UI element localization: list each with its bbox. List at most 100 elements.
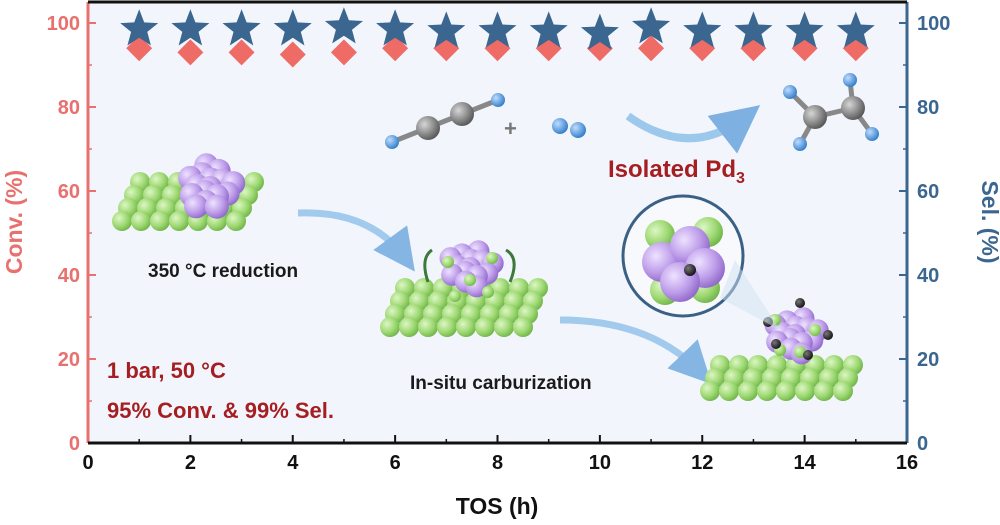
carbon-atom [809,324,821,336]
x-tick-label: 16 [896,452,918,474]
y-left-tick-label: 80 [58,97,80,119]
y-left-tick-label: 60 [58,181,80,203]
left-axis-label: Conv. (%) [1,170,27,274]
selectivity-point [683,11,722,48]
zoom-beam [720,260,780,330]
support-atom [814,381,834,401]
carbide-atom [823,330,833,340]
zoom-carbide [684,264,696,276]
selectivity-point [273,9,312,46]
selectivity-point [478,11,517,48]
ethylene-molecule [783,73,879,151]
support-atom [437,317,457,337]
y-left-tick-label: 100 [47,13,80,35]
carbon-atom [482,286,494,298]
support-atom [513,317,533,337]
conversion-point [177,39,204,66]
conversion-point [279,41,306,68]
reaction-arrow [625,105,761,154]
h-atom [552,118,568,134]
x-tick-label: 4 [287,452,299,474]
conversion-point [638,35,665,62]
selectivity-point [734,11,773,48]
h-atom [570,122,586,138]
pd3-zoom-circle [621,194,780,330]
process-arrow-2 [559,316,712,385]
conversion-point [330,39,357,66]
support-atom [475,317,495,337]
carbide-atom [803,350,813,360]
zoom-carbon [645,220,675,250]
support-atom [776,381,796,401]
process-arrow-1 [297,209,415,272]
y-left-tick-label: 0 [69,433,80,455]
support-atom [380,317,400,337]
selectivity-point [120,9,159,46]
support-atom [456,317,476,337]
support-atom [131,211,151,231]
illustration [112,73,879,401]
support-atom [719,381,739,401]
support-atom [700,381,720,401]
right-axis-label: Sel. (%) [977,180,1000,263]
h-atom [843,73,857,87]
x-tick-label: 12 [691,452,713,474]
conversion-point [228,39,255,66]
h-atom [491,93,505,107]
annotation-performance: 95% Conv. & 99% Sel. [107,398,334,423]
selectivity-point [580,13,619,50]
cluster-final [700,298,863,401]
selectivity-point [785,11,824,48]
c-atom [803,105,827,129]
x-tick-label: 8 [492,452,503,474]
support-atom [795,381,815,401]
support-atom [833,381,853,401]
selectivity-point [324,7,363,44]
selectivity-point [222,9,261,46]
selectivity-point [632,7,671,44]
h-atom [793,137,807,151]
support-atom [150,211,170,231]
support-atom [169,211,189,231]
annotation-conditions: 1 bar, 50 °C [107,358,226,383]
y-left-tick-label: 40 [58,265,80,287]
selectivity-point [836,11,875,48]
pd-atom [204,194,229,219]
c-atom [450,102,474,126]
support-atom [399,317,419,337]
curl-arrow-left [423,248,433,283]
acetylene-molecule [385,93,505,149]
y-right-tick-label: 0 [917,433,928,455]
cluster-reduced [112,153,264,231]
curl-arrow-right [505,248,516,283]
acetylene-bond [391,97,499,145]
annotation-isolated: Isolated Pd3 [608,156,745,187]
h-atom [385,135,399,149]
isolated-label: Isolated Pd [608,156,736,183]
x-tick-label: 0 [82,452,93,474]
h-atom [865,127,879,141]
selectivity-point [171,9,210,46]
x-tick-label: 2 [185,452,196,474]
carbide-atom [771,339,781,349]
carbon-atom [464,274,476,286]
annotation-carburization: In-situ carburization [410,373,592,394]
selectivity-point [427,11,466,48]
y-right-tick-label: 80 [917,97,939,119]
annotation-plus: + [504,116,517,141]
y-right-tick-label: 40 [917,265,939,287]
x-tick-label: 6 [390,452,401,474]
support-atom [112,211,132,231]
x-tick-label: 10 [589,452,611,474]
hydrogen-molecule [552,118,586,138]
x-axis-label: TOS (h) [456,493,539,519]
support-atom [757,381,777,401]
selectivity-point [529,11,568,48]
pd-atom [184,194,209,219]
support-atom [226,211,246,231]
support-atom [494,317,514,337]
y-right-tick-label: 60 [917,181,939,203]
cluster-carburized [380,240,548,337]
carbon-atom [449,290,461,302]
